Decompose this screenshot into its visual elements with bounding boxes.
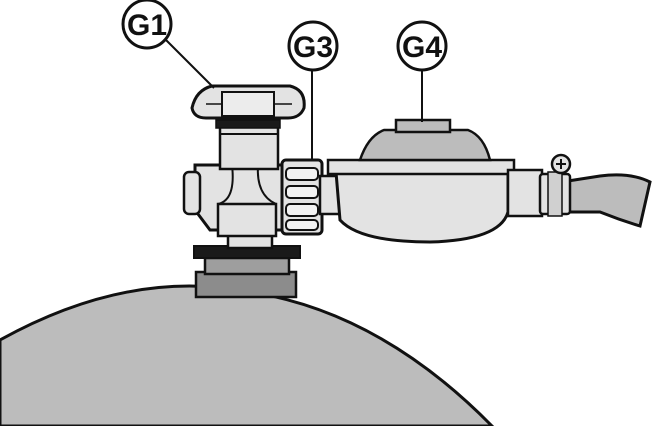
callout-g1-label: G1: [127, 9, 167, 42]
collar-ring-upper: [203, 256, 291, 276]
nut-thread-2: [285, 185, 319, 199]
gas-hose: [553, 173, 652, 228]
gas-cylinder: [0, 284, 495, 426]
hose-clamp-band: [547, 171, 563, 217]
callout-g4-label: G4: [402, 31, 442, 64]
valve-stem-ring: [215, 119, 281, 129]
callout-g4: G4: [396, 20, 448, 72]
callout-g3-label: G3: [293, 31, 333, 64]
handwheel-hub: [221, 91, 275, 117]
regulator-rim: [326, 158, 516, 176]
valve-front-block: [216, 202, 278, 238]
regulator-dome: [358, 128, 492, 162]
nut-thread-1: [285, 167, 319, 181]
valve-stem: [218, 122, 280, 171]
regulator-body[interactable]: [334, 170, 510, 244]
callout-g1: G1: [121, 0, 173, 50]
callout-g3: G3: [287, 20, 339, 72]
valve-body-curve: [217, 164, 234, 205]
nut-thread-4: [285, 219, 319, 231]
valve-left-outlet: [182, 170, 202, 216]
regulator-outlet: [506, 168, 544, 218]
screw-icon: [550, 153, 572, 175]
nut-thread-3: [285, 203, 319, 217]
callout-leader-g1: [163, 37, 215, 89]
cylinder-collar: [194, 270, 298, 299]
